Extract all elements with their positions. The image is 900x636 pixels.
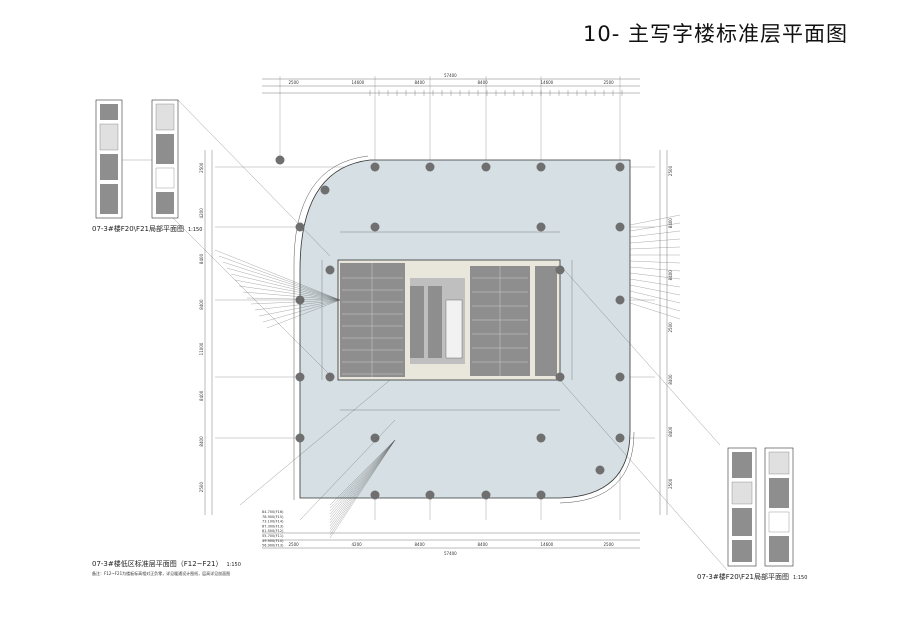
level-label: 56.900(F13) — [262, 544, 284, 548]
dimension-label: 14600 — [541, 80, 554, 85]
dimension-label: 14600 — [541, 542, 554, 547]
overall-dimension-top: 57400 — [444, 73, 457, 78]
level-label: 55.700(F11) — [262, 534, 284, 538]
dimension-label: 8400 — [668, 426, 673, 437]
dimension-label: 14600 — [352, 80, 365, 85]
dimension-label: 8400 — [415, 80, 426, 85]
column — [555, 372, 565, 382]
dimension-label: 4200 — [199, 208, 204, 219]
dimension-label: 2500 — [604, 80, 615, 85]
annotation-hatching — [214, 214, 681, 539]
column — [615, 295, 625, 305]
level-elevation-list: 84.700(F16)78.900(F15)73.100(F14)67.300(… — [262, 510, 284, 548]
dimension-label: 4200 — [352, 542, 363, 547]
dimension-label: 2500 — [668, 322, 673, 333]
dimension-label: 8400 — [668, 218, 673, 229]
column — [320, 185, 330, 195]
core-subdivisions — [342, 263, 528, 377]
top-dimension-labels: 2500 14600 8400 8400 14600 2500 — [289, 80, 615, 85]
column — [555, 265, 565, 275]
column — [325, 265, 335, 275]
column — [536, 433, 546, 443]
overall-dimension-bottom: 57400 — [444, 551, 457, 556]
detail-left-scale: 1:150 — [187, 227, 203, 233]
leader-lines — [169, 99, 728, 571]
dimension-label: 11000 — [199, 342, 204, 355]
level-label: 73.100(F14) — [262, 520, 284, 524]
column — [295, 372, 305, 382]
dimension-label: 8400 — [199, 390, 204, 401]
dimension-label: 2500 — [289, 80, 300, 85]
left-dimension-labels: 2500 4200 8400 8400 11000 8400 8400 2500 — [199, 162, 204, 492]
detail-right-title: 07-3#楼F20\F21局部平面图 — [697, 573, 789, 581]
dimension-label: 2500 — [199, 482, 204, 493]
dimension-label: 2500 — [604, 542, 615, 547]
level-label: 78.900(F15) — [262, 515, 284, 519]
column — [615, 372, 625, 382]
facade-curve-east — [559, 431, 635, 504]
dimension-label: 2500 — [199, 162, 204, 173]
dimension-label: 2500 — [289, 542, 300, 547]
bottom-dimension-labels: 2500 4200 8400 8400 14600 2500 — [289, 542, 615, 547]
column — [370, 162, 380, 172]
column — [536, 222, 546, 232]
column — [295, 433, 305, 443]
right-dimension-labels: 2500 8400 8400 2500 8400 8400 2500 — [668, 165, 673, 488]
column — [275, 155, 285, 165]
column — [370, 222, 380, 232]
column — [615, 433, 625, 443]
column — [295, 295, 305, 305]
column — [370, 433, 380, 443]
column — [481, 490, 491, 500]
column — [425, 162, 435, 172]
detail-plan-left — [95, 99, 179, 219]
column — [295, 222, 305, 232]
dimension-label: 8400 — [415, 542, 426, 547]
column — [595, 465, 605, 475]
level-label: 61.500(F12) — [262, 529, 284, 533]
column — [536, 490, 546, 500]
column — [370, 490, 380, 500]
structural-columns — [275, 155, 625, 500]
dimension-label: 8400 — [478, 80, 489, 85]
top-fine-ticks — [369, 90, 623, 96]
column — [425, 490, 435, 500]
column — [481, 162, 491, 172]
facade-curve — [293, 155, 369, 500]
interior-dimension-lines — [321, 231, 573, 411]
level-label: 67.300(F13) — [262, 524, 284, 528]
dimension-label: 2500 — [668, 165, 673, 176]
dimension-label: 2500 — [668, 478, 673, 489]
column — [615, 222, 625, 232]
dimension-label: 8400 — [199, 253, 204, 264]
detail-right-scale: 1:150 — [792, 575, 808, 581]
main-plan-title: 07-3#楼低区标准层平面图（F12~F21） — [92, 560, 223, 568]
dimension-label: 8400 — [668, 374, 673, 385]
main-plan-scale: 1:150 — [226, 562, 241, 568]
column — [615, 162, 625, 172]
main-plan-caption: 07-3#楼低区标准层平面图（F12~F21）1:150 — [92, 559, 241, 569]
dimension-label: 8400 — [199, 436, 204, 447]
dimension-label: 8400 — [478, 542, 489, 547]
detail-left-title: 07-3#楼F20\F21局部平面图 — [92, 225, 184, 233]
page-title: 10- 主写字楼标准层平面图 — [583, 22, 848, 46]
level-label: 84.700(F16) — [262, 510, 284, 514]
main-plan-note: 备注：F12~F21为楼板标高相对正负零，详见暖通设计图纸，层高详见剖面图 — [92, 571, 231, 576]
column — [325, 372, 335, 382]
column — [536, 162, 546, 172]
dimension-label: 8400 — [668, 270, 673, 281]
level-label: 49.900(F10) — [262, 539, 284, 543]
dimension-label: 8400 — [199, 299, 204, 310]
detail-plan-right — [727, 447, 794, 567]
